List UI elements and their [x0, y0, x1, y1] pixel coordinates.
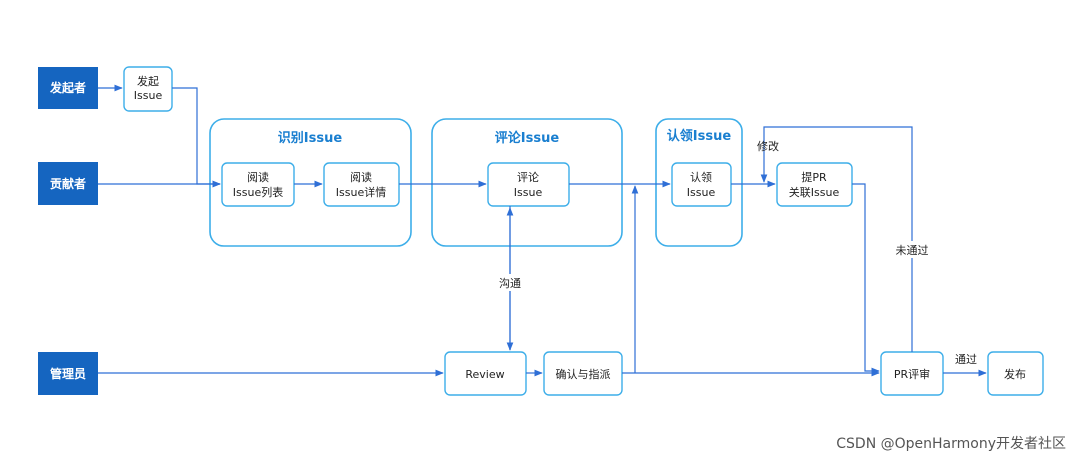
node-submit-pr: 提PR 关联Issue — [776, 162, 853, 207]
node-confirm-assign: 确认与指派 — [543, 351, 623, 396]
role-contributor-label: 贡献者 — [50, 176, 86, 191]
node-comment-issue: 评论 Issue — [487, 162, 570, 207]
svg-text:Issue: Issue — [687, 186, 716, 199]
svg-text:Review: Review — [465, 368, 504, 381]
svg-text:确认与指派: 确认与指派 — [556, 367, 611, 381]
svg-text:PR评审: PR评审 — [894, 367, 930, 381]
svg-text:Issue: Issue — [514, 186, 543, 199]
edge-pr-to-pr-review — [852, 183, 880, 375]
svg-text:认领: 认领 — [690, 171, 712, 184]
svg-text:提PR: 提PR — [801, 171, 827, 184]
svg-text:发布: 发布 — [1004, 367, 1026, 381]
svg-text:评论: 评论 — [517, 170, 539, 184]
role-initiator-label: 发起者 — [49, 80, 86, 95]
edge-raise-to-read-list — [172, 87, 221, 188]
role-admin: 管理员 — [38, 352, 98, 395]
edge-label-modify: 修改 — [757, 139, 779, 153]
svg-text:发起: 发起 — [137, 74, 159, 88]
node-review: Review — [444, 351, 527, 396]
svg-text:Issue: Issue — [134, 89, 163, 102]
node-read-issue-list: 阅读 Issue列表 — [221, 162, 295, 207]
edge-label-communicate: 沟通 — [499, 277, 521, 290]
edge-label-not-passed: 未通过 — [896, 244, 929, 257]
svg-text:Issue详情: Issue详情 — [336, 185, 386, 199]
node-pr-review: PR评审 — [880, 351, 944, 396]
node-claim-issue: 认领 Issue — [671, 162, 732, 207]
node-raise-issue: 发起 Issue — [123, 66, 173, 112]
svg-text:关联Issue: 关联Issue — [789, 185, 840, 199]
group-identify-issue: 识别Issue — [209, 118, 412, 247]
svg-text:Issue列表: Issue列表 — [233, 185, 283, 199]
edge-not-passed-loop — [760, 126, 913, 352]
role-admin-label: 管理员 — [50, 366, 86, 381]
watermark: CSDN @OpenHarmony开发者社区 — [836, 436, 1066, 452]
node-release: 发布 — [987, 351, 1044, 396]
group-claim-title: 认领Issue — [667, 128, 732, 144]
edge-label-passed: 通过 — [955, 353, 977, 366]
node-read-issue-detail: 阅读 Issue详情 — [323, 162, 400, 207]
role-contributor: 贡献者 — [38, 162, 98, 205]
group-claim-issue: 认领 Issue — [655, 118, 743, 247]
role-initiator: 发起者 — [38, 67, 98, 109]
svg-text:阅读: 阅读 — [247, 170, 269, 184]
group-comment-title: 评论Issue — [495, 130, 560, 146]
group-comment-issue: 评论 Issue — [431, 118, 623, 247]
svg-text:阅读: 阅读 — [350, 170, 372, 184]
group-identify-title: 识别Issue — [278, 131, 343, 146]
